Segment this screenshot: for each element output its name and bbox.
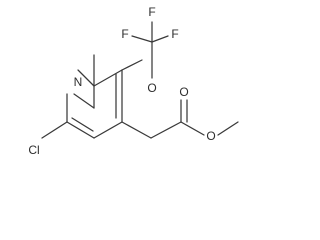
- bond-c3-o: [121, 59, 143, 71]
- atom-nitrogen: N: [74, 75, 83, 89]
- bond-c5-c6: [66, 121, 95, 139]
- bond-n-c2: [77, 69, 95, 87]
- bond-c5-c6-inner: [71, 117, 94, 132]
- atom-carbonyl-oxygen: O: [179, 85, 188, 99]
- atom-fluorine-right: F: [171, 27, 178, 41]
- bond-cf3-fright: [151, 35, 169, 43]
- bond-c4-ch2: [121, 121, 152, 139]
- atom-ester-oxygen: O: [206, 129, 215, 143]
- bond-n-c2-outer: [73, 93, 95, 109]
- bond-cf3-fleft: [131, 35, 153, 43]
- bond-c4-c5: [93, 121, 123, 139]
- atom-chlorine: Cl: [28, 143, 39, 157]
- bond-ch2-carbonyl: [150, 121, 182, 139]
- bonds: [41, 21, 239, 139]
- bond-oester-methyl: [217, 121, 239, 136]
- bond-c2-c3: [93, 69, 123, 87]
- atom-labels: N Cl O F F F O O: [28, 5, 215, 157]
- structure-diagram: N Cl O F F F O O: [28, 5, 239, 157]
- bond-c-oester: [180, 121, 205, 136]
- atom-fluorine-left: F: [121, 27, 128, 41]
- atom-fluorine-top: F: [148, 5, 155, 19]
- bond-c6-cl: [41, 121, 68, 139]
- atom-ether-oxygen: O: [147, 81, 156, 95]
